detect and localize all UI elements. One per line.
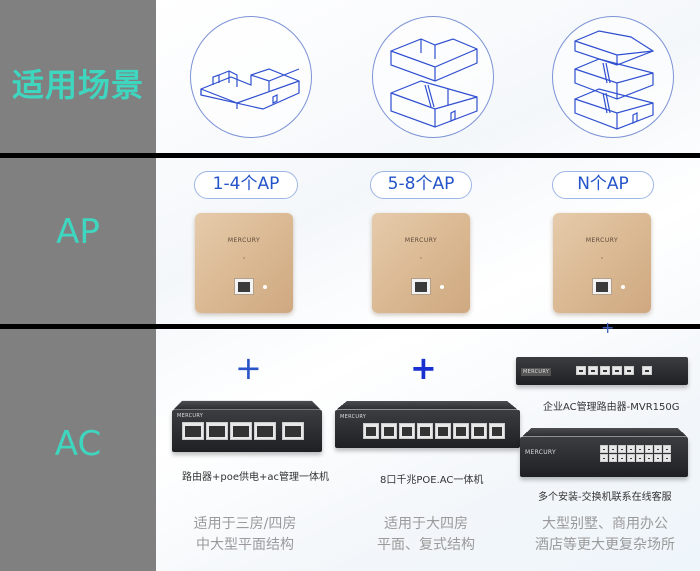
ac-device-caption: 8口千兆POE.AC一体机 [380,475,484,486]
ap-brand-logo: MERCURY [404,237,438,244]
row-label-scenario: 适用场景 [11,66,144,104]
plus-icon: + [235,349,262,387]
ap-count-badge: 1-4个AP [194,171,298,199]
ethernet-port-icon [592,278,612,295]
row-label-ap: AP [56,212,100,252]
led-indicator [601,257,603,259]
plus-icon: + [601,318,615,337]
row-divider [0,153,700,158]
status-led-icon [440,285,444,289]
multi-floor-house-icon [552,16,674,138]
row-label-ac: AC [54,424,102,464]
ac-device-caption: 路由器+poe供电+ac管理一体机 [182,472,330,483]
poe-router-5port: MERCURY [172,400,322,452]
ap-brand-logo: MERCURY [227,237,261,244]
ap-count-badge: N个AP [552,171,654,199]
two-floor-house-icon [372,16,494,138]
poe-ac-switch-8port: MERCURY [335,400,520,448]
ac-device-caption: 企业AC管理路由器-MVR150G [543,402,680,413]
status-led-icon [621,285,625,289]
ac-device-caption: 多个安装-交换机联系在线客服 [538,492,672,503]
enterprise-ac-router: MERCURY [516,357,688,385]
scenario-description: 适用于大四房 平面、复式结构 [377,516,475,553]
rack-switch-16port: MERCURY [520,427,688,477]
ap-count-badge: 5-8个AP [370,171,472,199]
ethernet-port-icon [411,278,431,295]
scenario-description: 适用于三房/四房 中大型平面结构 [193,516,297,553]
led-indicator [243,257,245,259]
wall-ap-device: MERCURY [553,213,651,313]
status-led-icon [263,285,267,289]
single-floor-house-icon [190,16,312,138]
ap-brand-logo: MERCURY [585,237,619,244]
ethernet-port-icon [234,278,254,295]
led-indicator [420,257,422,259]
row-divider [0,324,700,329]
wall-ap-device: MERCURY [372,213,470,313]
wall-ap-device: MERCURY [195,213,293,313]
plus-icon: + [410,349,437,387]
scenario-description: 大型别墅、商用办公 酒店等更大更复杂场所 [535,516,675,553]
sidebar: 适用场景 AP AC [0,0,156,571]
